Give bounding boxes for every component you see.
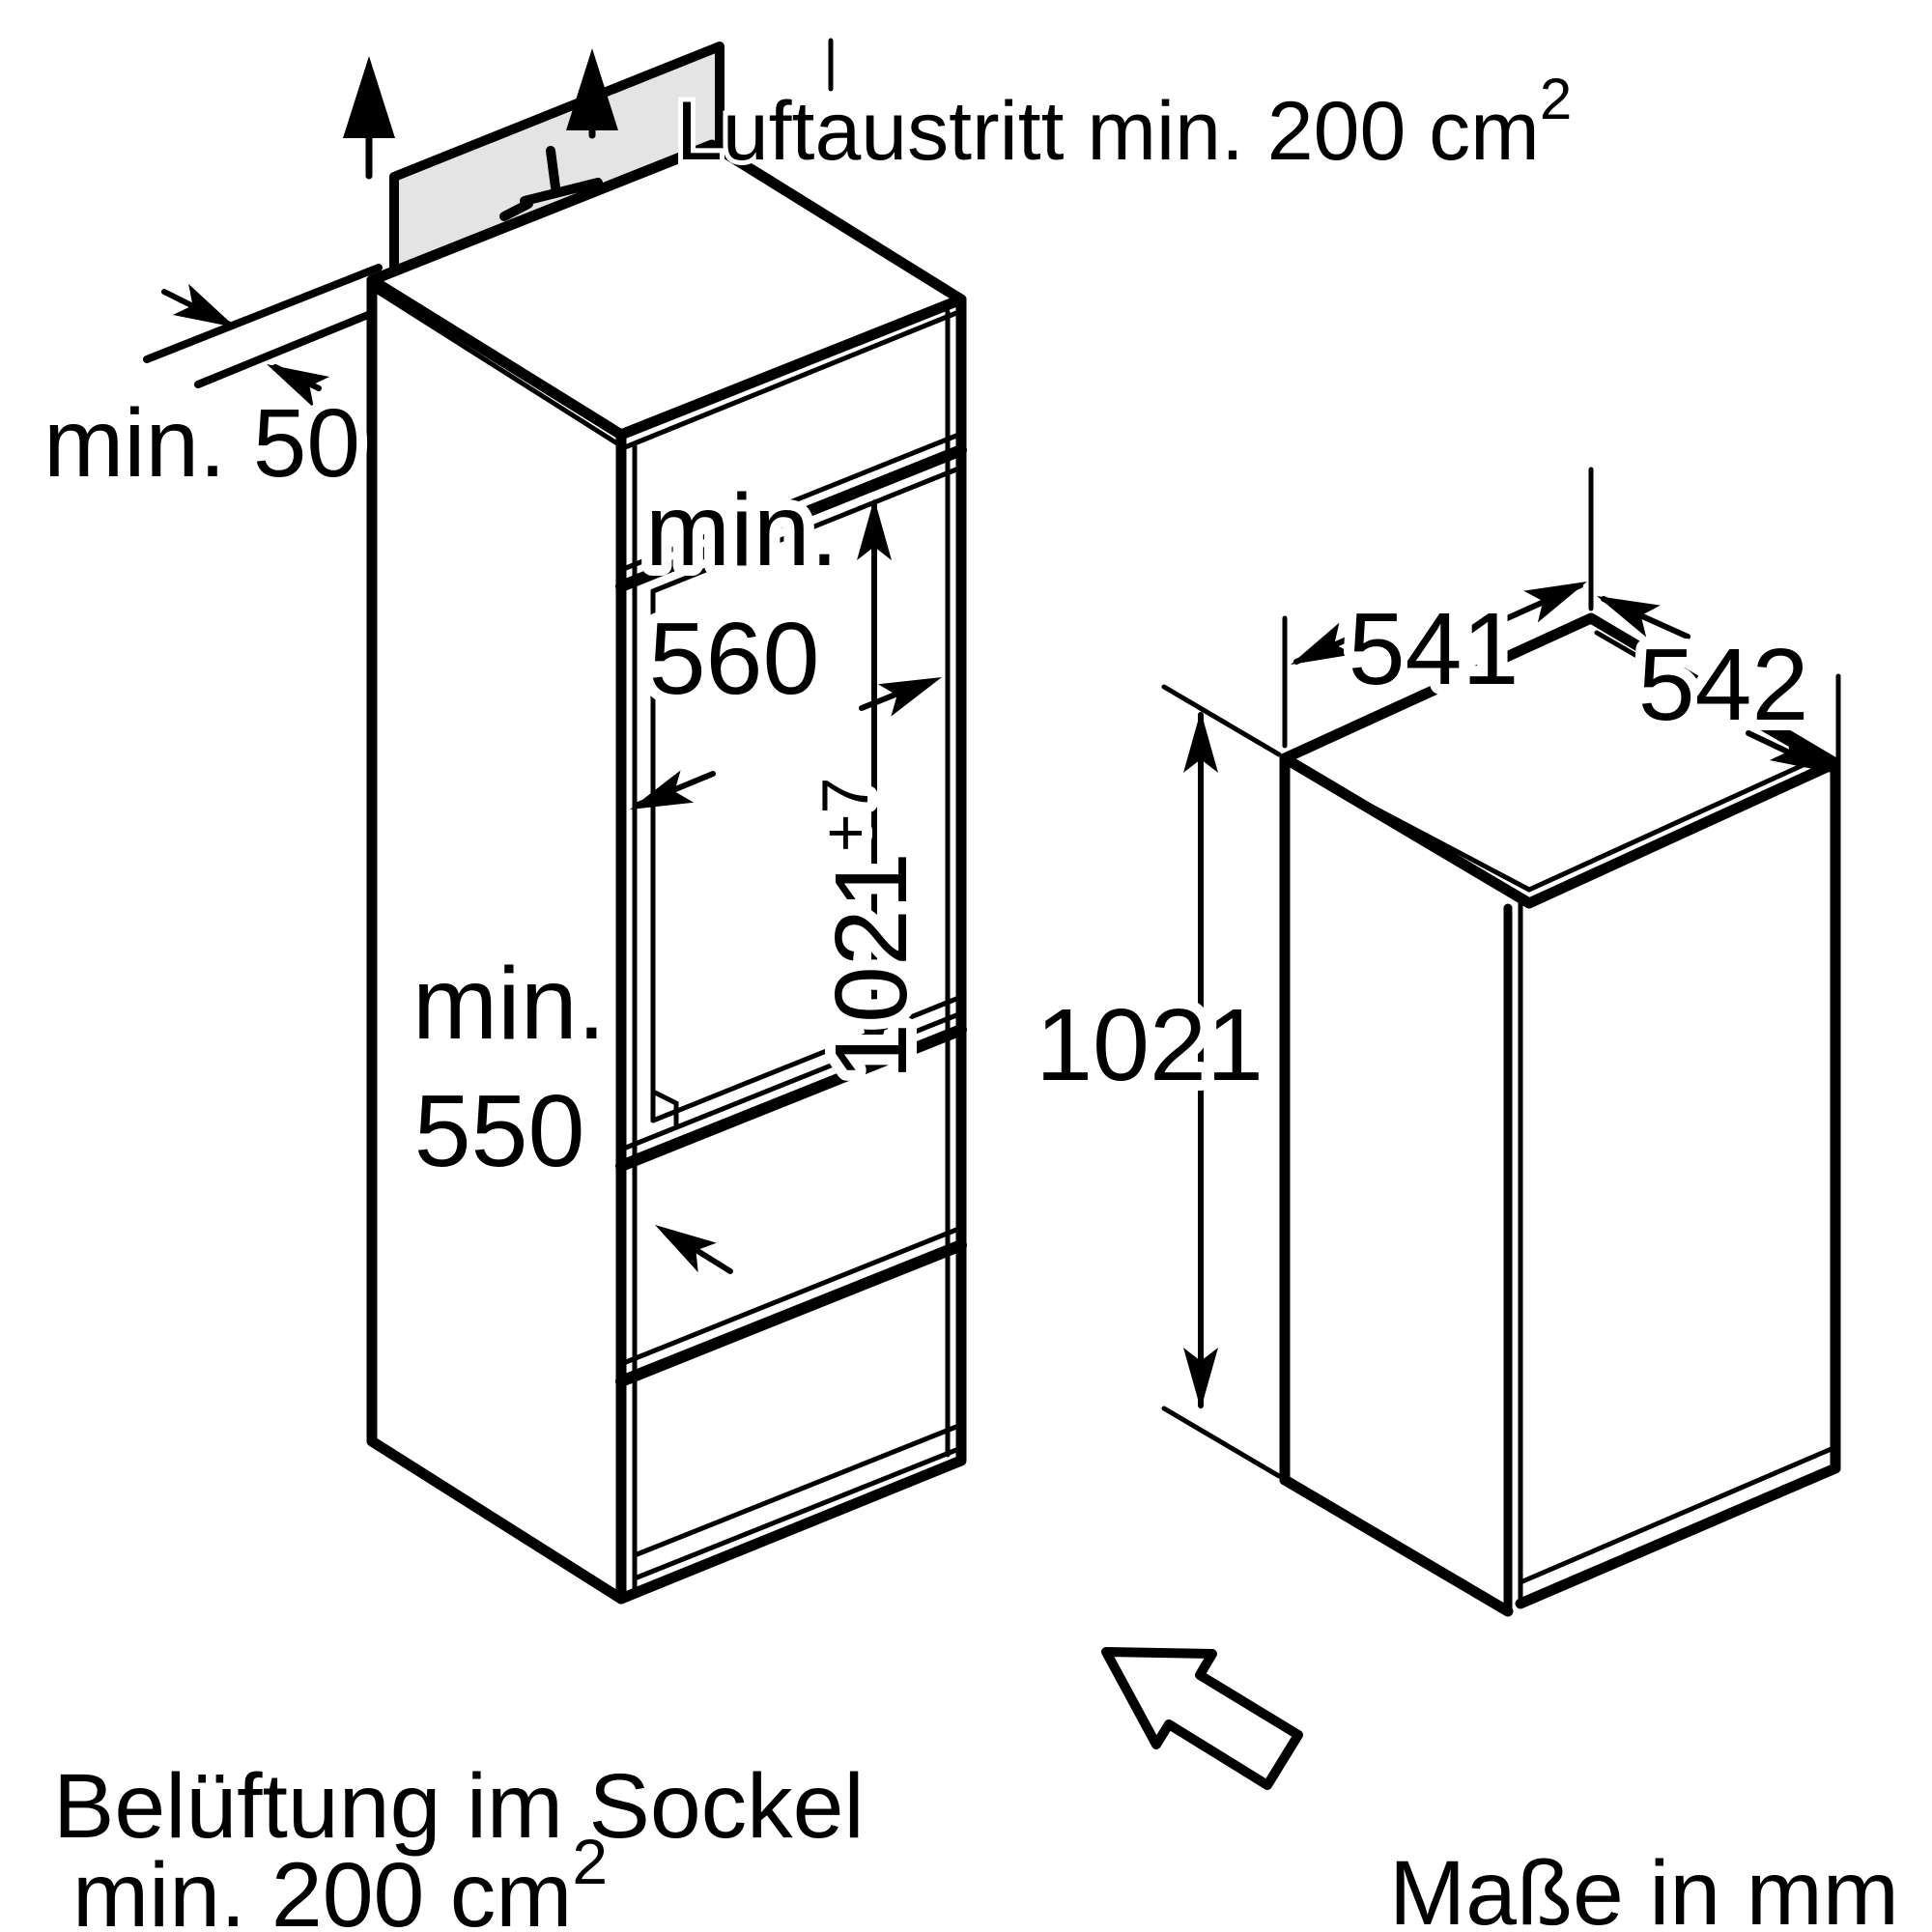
edge-line (622, 308, 964, 450)
arrow-up-right-icon (1523, 582, 1587, 623)
arrow-up-left-icon (267, 364, 330, 409)
edge-line (375, 289, 623, 448)
arrow-down-right-icon (1769, 728, 1833, 773)
niche-top-edge (615, 444, 967, 592)
niche-width-label-line1: min. (645, 473, 838, 587)
base-vent-caption-line2: min. 200 cm2 (72, 1826, 608, 1932)
air-outlet-caption: Luftaustritt min. 200 cm2 (676, 67, 1572, 178)
niche-floor-reveal (618, 1010, 964, 1152)
arrow-down-icon (1183, 1348, 1218, 1409)
niche-depth-label-line1: min. (412, 947, 606, 1061)
arrow-down-left-icon (630, 770, 695, 810)
arrow-down-left-icon (1291, 622, 1354, 665)
base-airflow-arrow-icon (1101, 1647, 1303, 1790)
wall-line-outer (143, 264, 383, 363)
appliance-height-label: 1021 (1036, 988, 1264, 1102)
door-top-reveal-right (1526, 754, 1823, 893)
cabinet-niche-figure (143, 38, 1303, 1790)
appliance-bottom-left-edge (1279, 1474, 1514, 1617)
cabinet-side-face (366, 274, 627, 1605)
niche-top-reveal (618, 431, 964, 573)
arrow-up-left-icon (1597, 596, 1661, 638)
extension-line (1161, 1406, 1282, 1479)
arrow-up-icon (343, 56, 395, 138)
door-bottom-reveal (1518, 1445, 1836, 1585)
arrow-up-icon (857, 498, 892, 560)
wall-line-inner (194, 304, 388, 388)
extension-line (1161, 684, 1282, 757)
arrow-down-right-icon (172, 283, 236, 327)
base-recess-top-edge (615, 1239, 967, 1387)
door-top-reveal-left (1303, 769, 1532, 893)
diagram-labels: Luftaustritt min. 200 cm2 min. 50 min. 5… (33, 62, 1904, 1932)
appliance-depth-body-label: 541 (1349, 592, 1520, 706)
rear-gap-label: min. 50 (43, 389, 360, 497)
appliance-figure (1161, 467, 1841, 1617)
appliance-bottom-right-edge (1515, 1463, 1841, 1609)
niche-height-label-group: 1021+7 (798, 767, 939, 1091)
niche-inner-top-line (650, 465, 964, 594)
niche-width-label-line2: 560 (649, 602, 820, 716)
arrow-up-left-icon (655, 1225, 717, 1273)
units-note: Maße in mm (1389, 1842, 1899, 1932)
base-vent-caption-line1: Belüftung im Sockel (53, 1755, 865, 1858)
base-recess-inner-line (632, 1422, 964, 1558)
niche-floor-back-edge (650, 994, 964, 1123)
arrow-up-icon (566, 48, 618, 130)
niche-floor-notch (650, 1089, 679, 1128)
arrow-up-icon (1183, 711, 1218, 773)
niche-height-label: 1021+7 (809, 778, 928, 1080)
base-recess-inner-line (632, 1445, 964, 1581)
appliance-depth-door-label: 542 (1638, 628, 1809, 742)
niche-bottom-edge (615, 1024, 967, 1172)
top-edge-inner-line (1594, 630, 1827, 767)
arrow-up-right-icon (877, 677, 942, 717)
niche-depth-label-line2: 550 (414, 1074, 585, 1188)
base-recess-reveal (618, 1225, 964, 1367)
arrow-down-icon (857, 1005, 892, 1066)
